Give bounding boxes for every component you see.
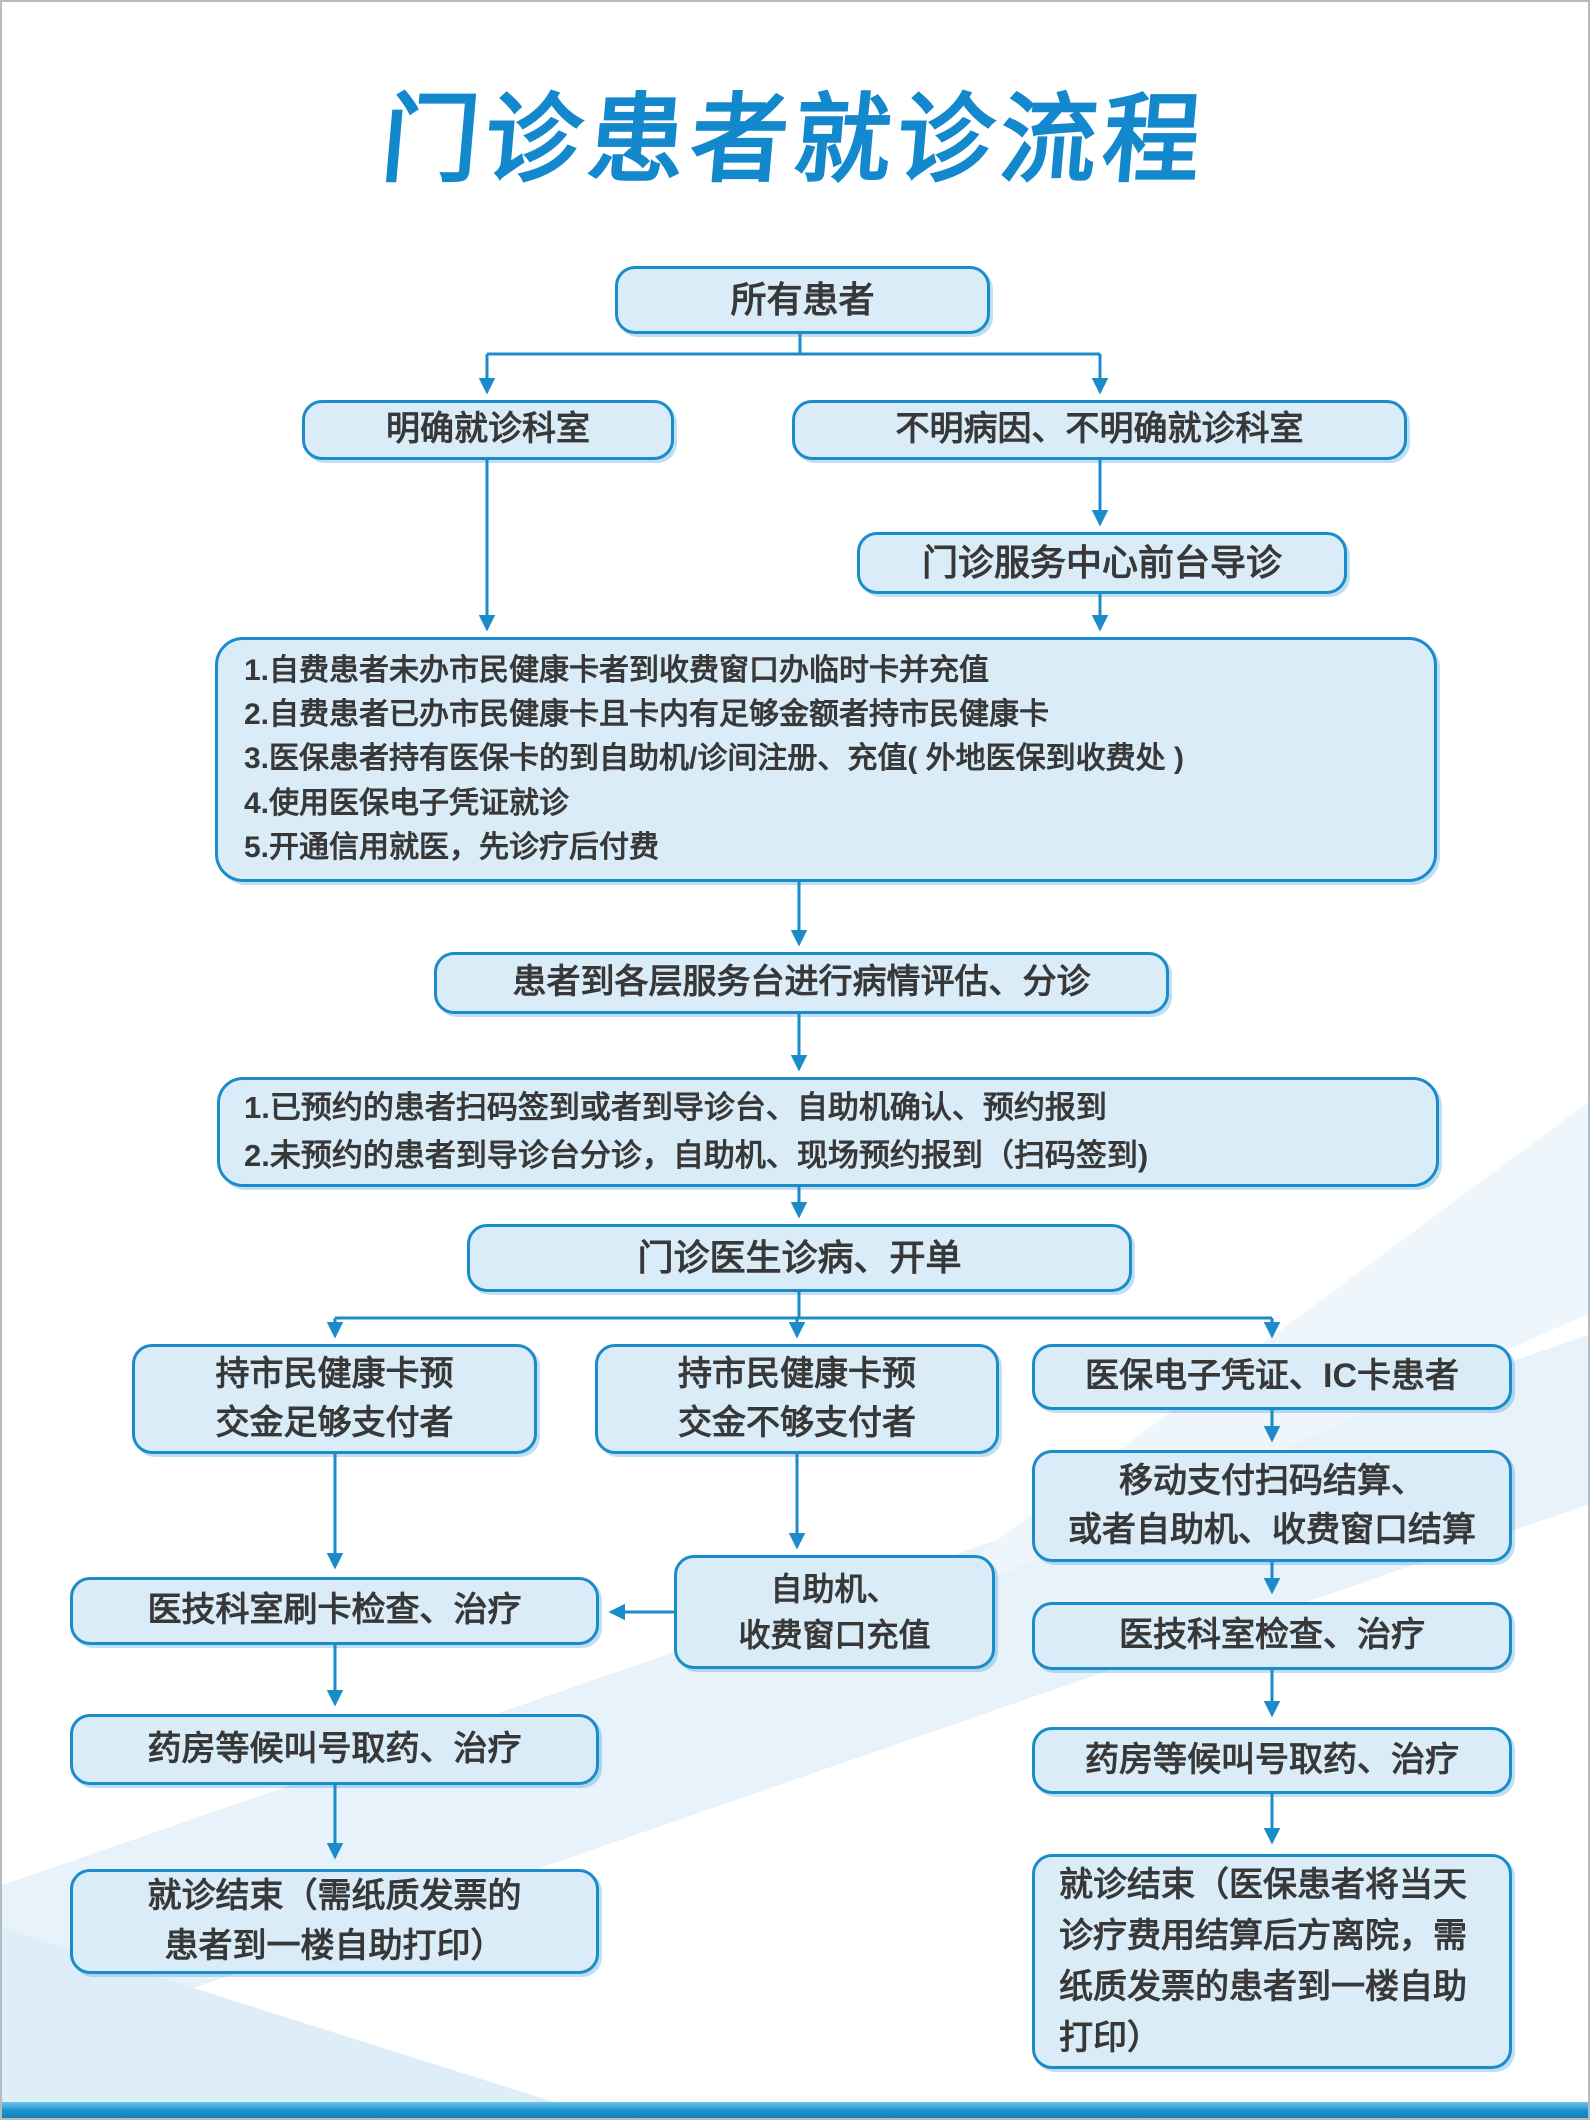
node-end-left: 就诊结束（需纸质发票的 患者到一楼自助打印）	[70, 1869, 599, 1974]
node-card-instructions: 1.自费患者未办市民健康卡者到收费窗口办临时卡并充值 2.自费患者已办市民健康卡…	[215, 637, 1437, 882]
node-end-right: 就诊结束（医保患者将当天 诊疗费用结算后方离院，需 纸质发票的患者到一楼自助 打…	[1032, 1854, 1512, 2069]
node-triage: 患者到各层服务台进行病情评估、分诊	[434, 952, 1169, 1014]
node-recharge: 自助机、 收费窗口充值	[674, 1555, 995, 1669]
node-known-department: 明确就诊科室	[302, 400, 674, 460]
footer-bar	[2, 2102, 1588, 2118]
node-service-desk: 门诊服务中心前台导诊	[857, 532, 1347, 594]
node-pharmacy-left: 药房等候叫号取药、治疗	[70, 1714, 599, 1785]
node-appointment-checkin: 1.已预约的患者扫码签到或者到导诊台、自助机确认、预约报到 2.未预约的患者到导…	[217, 1077, 1439, 1187]
node-mobile-settlement: 移动支付扫码结算、 或者自助机、收费窗口结算	[1032, 1450, 1512, 1562]
node-enough-balance: 持市民健康卡预 交金足够支付者	[132, 1344, 537, 1454]
node-unknown-department: 不明病因、不明确就诊科室	[792, 400, 1407, 460]
node-medtech-card-exam: 医技科室刷卡检查、治疗	[70, 1577, 599, 1645]
node-insufficient-balance: 持市民健康卡预 交金不够支付者	[595, 1344, 999, 1454]
node-pharmacy-right: 药房等候叫号取药、治疗	[1032, 1727, 1512, 1794]
node-medtech-exam: 医技科室检查、治疗	[1032, 1602, 1512, 1670]
poster-title: 门诊患者就诊流程	[377, 85, 1211, 194]
node-all-patients: 所有患者	[615, 266, 990, 334]
node-insurance-patients: 医保电子凭证、IC卡患者	[1032, 1344, 1512, 1410]
node-doctor-visit: 门诊医生诊病、开单	[467, 1224, 1132, 1292]
